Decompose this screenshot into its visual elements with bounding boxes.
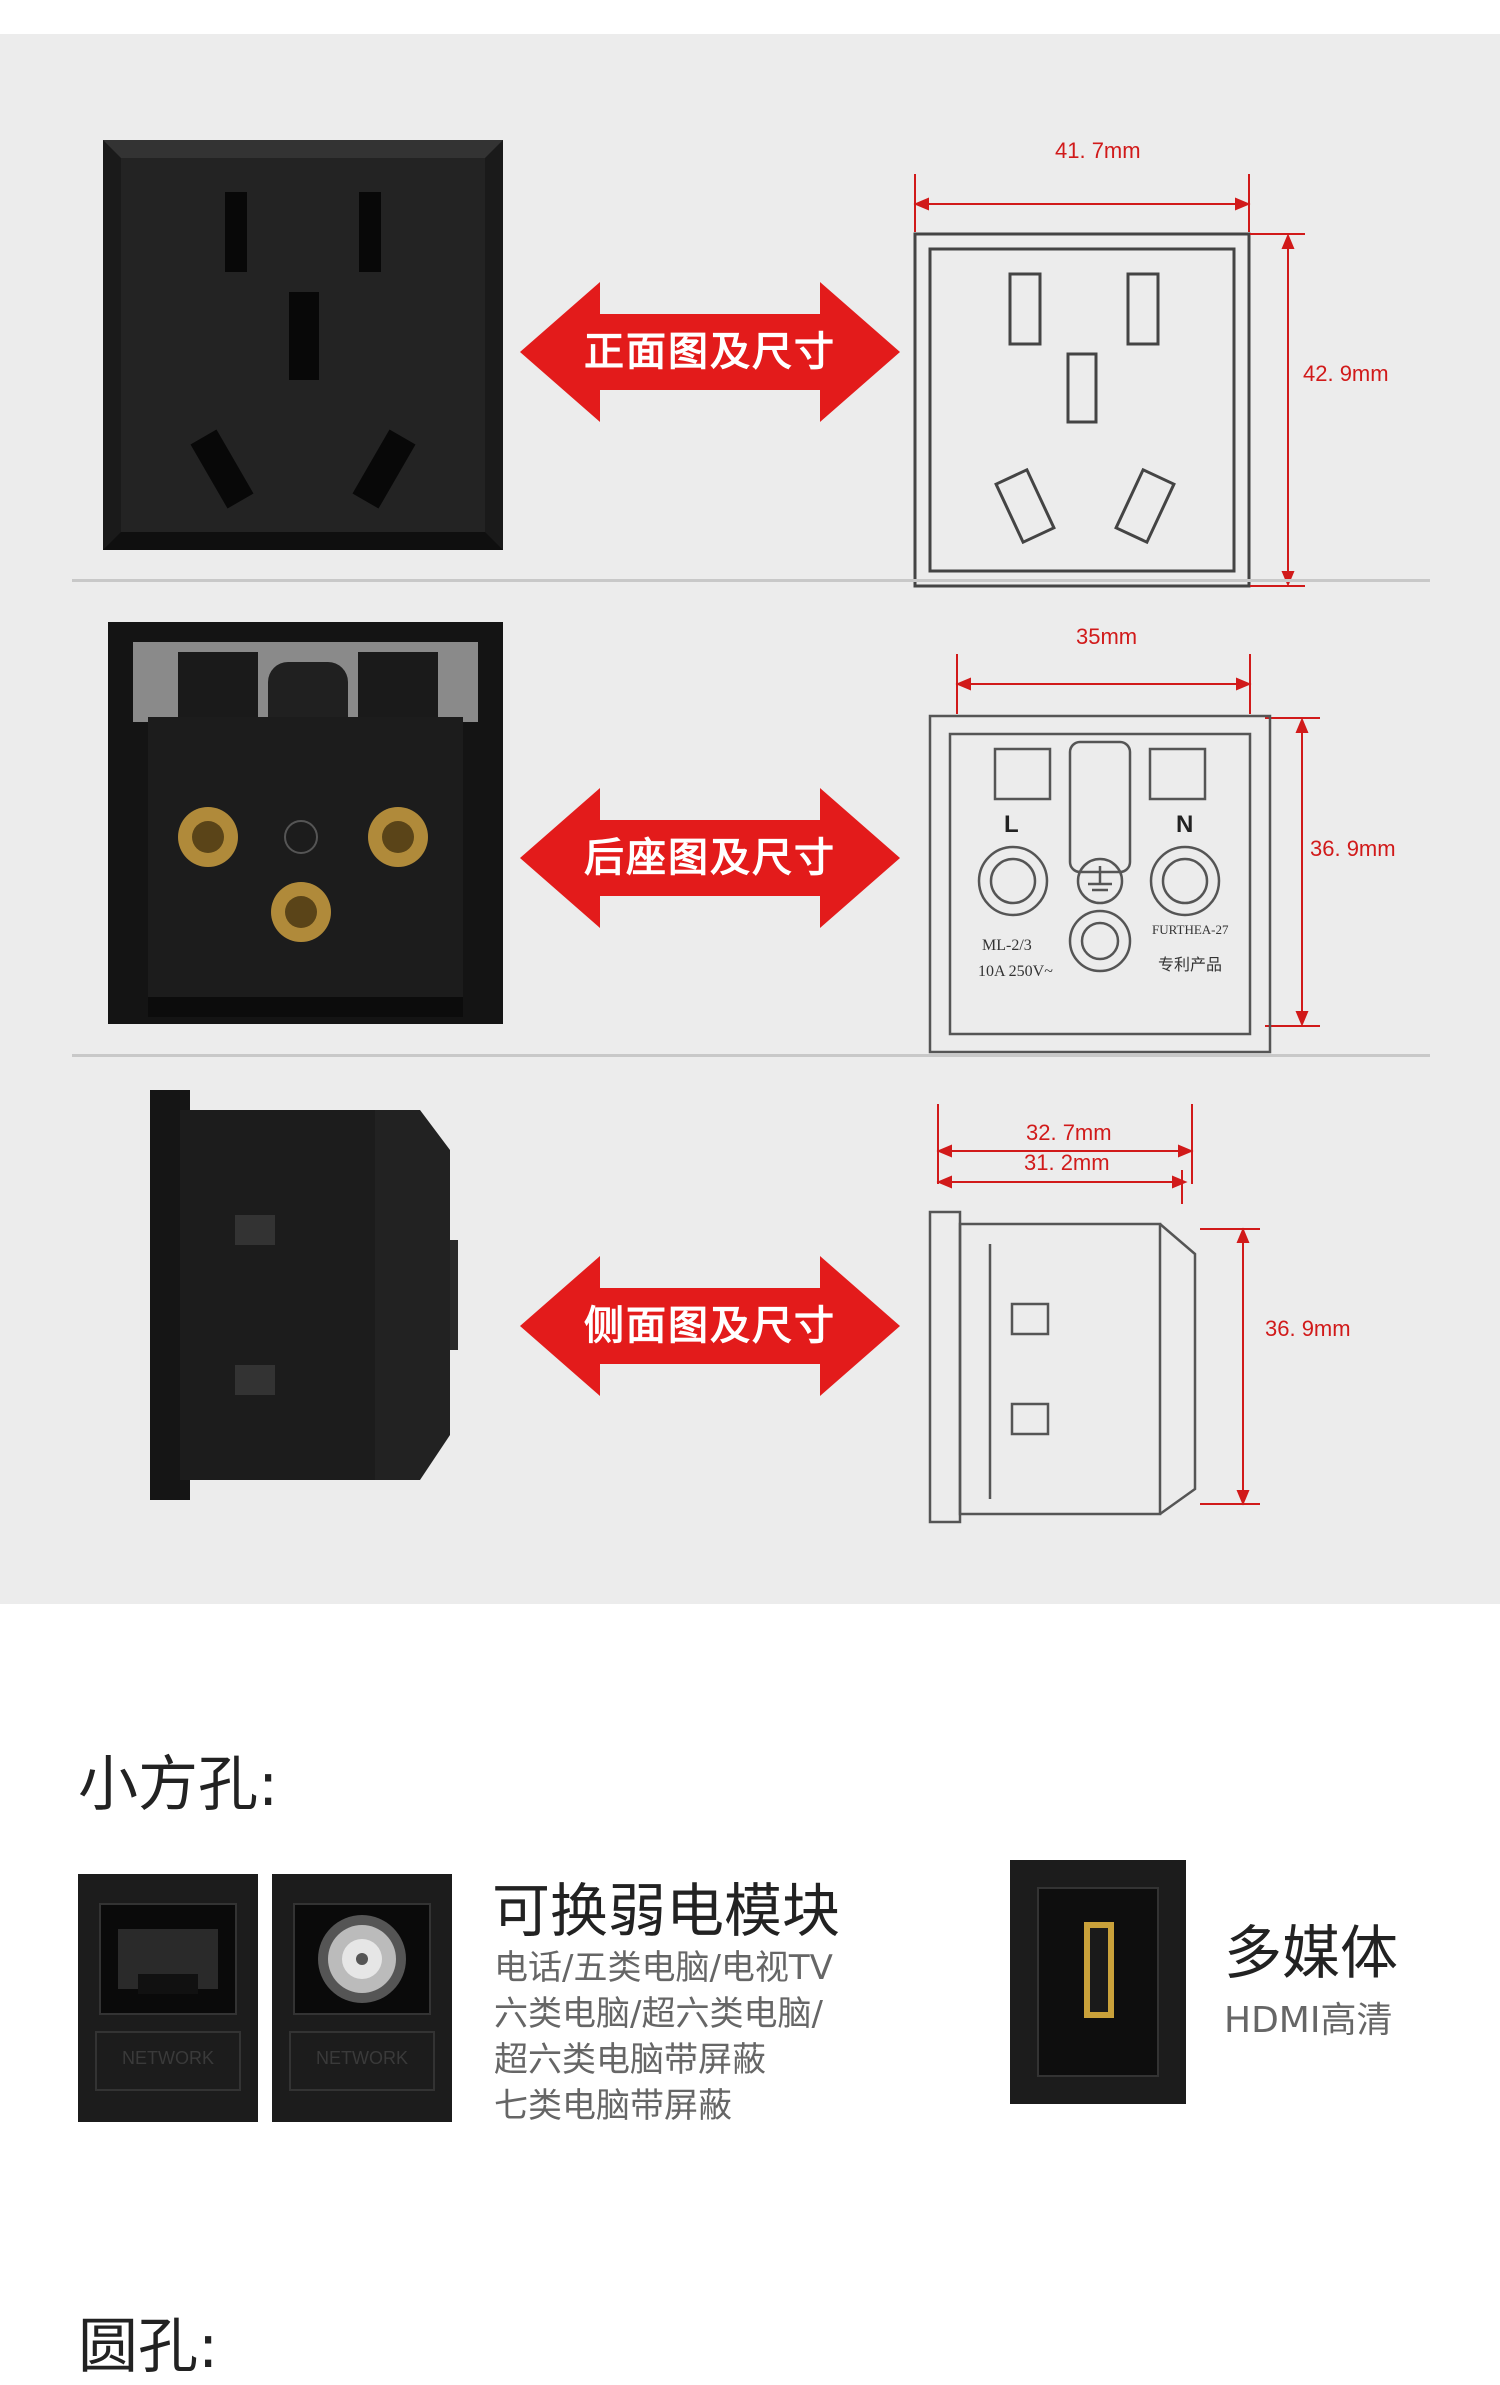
multimedia-subtitle: HDMI高清 xyxy=(1224,2000,1393,2041)
front-socket-photo xyxy=(103,140,503,550)
back-view-label: 后座图及尺寸 xyxy=(584,835,836,881)
back-drawing: L N ML-2/3 10A 250V~ FURTHEA-27 专利产品 xyxy=(928,654,1320,1054)
round-hole-heading: 圆孔: xyxy=(78,2312,219,2382)
front-drawing xyxy=(913,174,1305,588)
side-arrow-shape xyxy=(520,1256,900,1396)
weak-current-description: 电话/五类电脑/电视TV 六类电脑/超六类电脑/ 超六类电脑带屏蔽 七类电脑带屏… xyxy=(494,1945,833,2129)
network-module-rj45: NETWORK xyxy=(78,1874,258,2122)
coax-port-icon xyxy=(289,1903,435,2091)
hdmi-port-icon xyxy=(1037,1887,1159,2077)
small-hole-heading: 小方孔: xyxy=(78,1750,279,1820)
side-socket-photo xyxy=(150,1090,458,1500)
back-arrow-shape xyxy=(520,788,900,928)
rj45-port-icon xyxy=(95,1903,241,2091)
network-module-coax: NETWORK xyxy=(272,1874,452,2122)
front-height-dimension: 42. 9mm xyxy=(1303,361,1389,386)
multimedia-title: 多媒体 xyxy=(1224,1919,1399,1987)
front-width-dimension: 41. 7mm xyxy=(1055,138,1141,163)
weak-current-line: 七类电脑带屏蔽 xyxy=(494,2086,732,2126)
network-label: NETWORK xyxy=(122,2048,214,2068)
side-height-dimension: 36. 9mm xyxy=(1265,1316,1351,1341)
row-divider xyxy=(72,579,1430,582)
patent-mark: 专利产品 xyxy=(1158,955,1222,974)
back-height-dimension: 36. 9mm xyxy=(1310,836,1396,861)
row-divider xyxy=(72,1054,1430,1057)
side-depth-dimension: 32. 7mm xyxy=(1026,1120,1112,1145)
hdmi-module xyxy=(1010,1860,1186,2104)
rating-mark: 10A 250V~ xyxy=(978,963,1053,980)
back-width-dimension: 35mm xyxy=(1076,624,1138,649)
network-label: NETWORK xyxy=(316,2048,408,2068)
back-socket-photo xyxy=(108,622,503,1024)
model-mark: ML-2/3 xyxy=(982,937,1032,954)
weak-current-line: 六类电脑/超六类电脑/ xyxy=(494,1994,823,2034)
front-view-label: 正面图及尺寸 xyxy=(584,329,836,375)
live-terminal-mark: L xyxy=(1004,811,1019,838)
neutral-terminal-mark: N xyxy=(1176,811,1193,838)
side-view-label: 侧面图及尺寸 xyxy=(584,1303,836,1349)
side-drawing xyxy=(928,1104,1260,1524)
brand-mark: FURTHEA-27 xyxy=(1152,922,1229,937)
side-inner-depth-dimension: 31. 2mm xyxy=(1024,1150,1110,1175)
product-dimension-panel: 正面图及尺寸 41. 7mm 42. 9mm xyxy=(0,34,1500,1604)
front-arrow-shape xyxy=(520,282,900,422)
weak-current-title: 可换弱电模块 xyxy=(492,1877,841,1945)
weak-current-line: 超六类电脑带屏蔽 xyxy=(494,2040,766,2080)
weak-current-line: 电话/五类电脑/电视TV xyxy=(494,1948,833,1988)
